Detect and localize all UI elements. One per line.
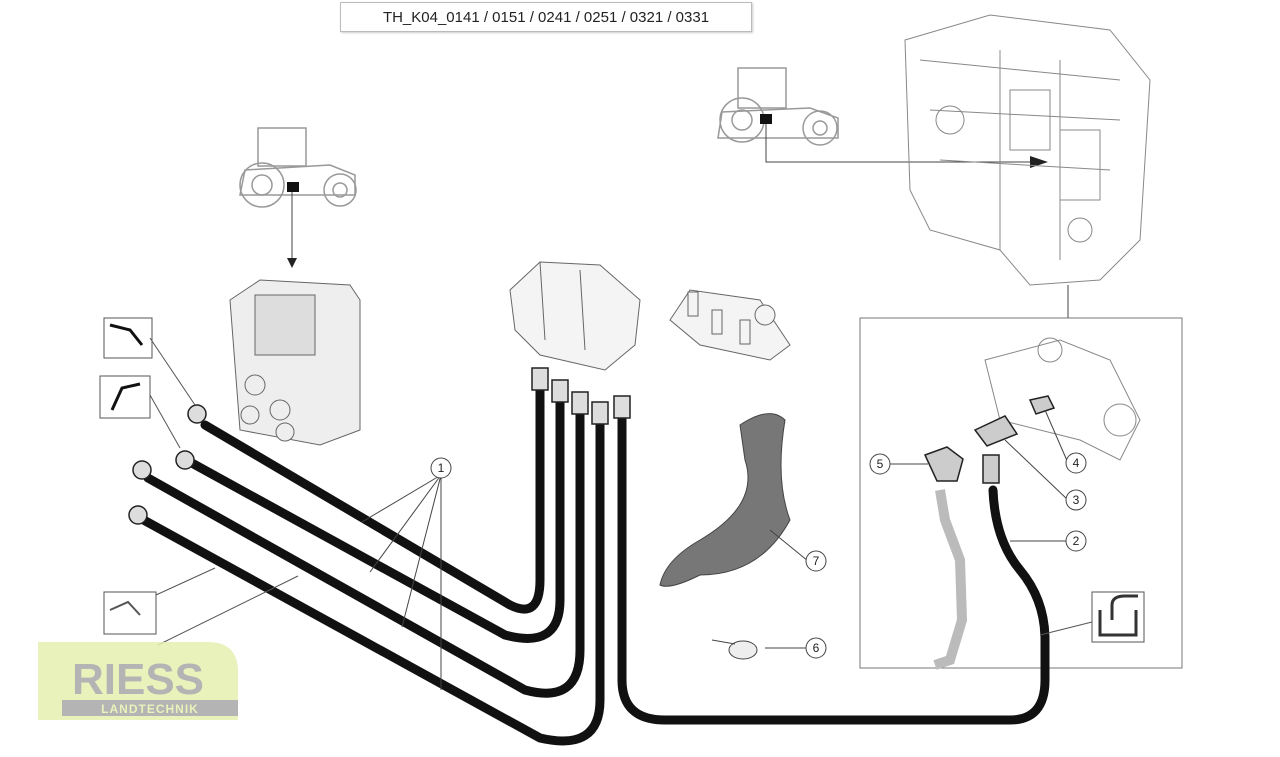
callout-6: 6: [805, 637, 827, 659]
pipe: [933, 489, 968, 670]
svg-text:LANDTECHNIK: LANDTECHNIK: [101, 702, 199, 716]
callout-5: 5: [869, 453, 891, 475]
svg-text:6: 6: [813, 641, 820, 655]
transmission-housing: [904, 14, 1151, 286]
hose-b: [185, 390, 565, 643]
callout-7: 7: [805, 550, 827, 572]
lever-pictogram-2: [99, 375, 151, 419]
svg-text:3: 3: [1073, 493, 1080, 507]
dust-cap: [711, 639, 758, 660]
svg-text:2: 2: [1073, 534, 1080, 548]
detail-frame: [859, 317, 1183, 669]
arrow-icon: [287, 258, 297, 268]
hose-d: [135, 415, 605, 746]
hose-2: [617, 405, 1050, 725]
callout-3: 3: [1065, 489, 1087, 511]
hose-a: [200, 380, 545, 614]
diagram-title: TH_K04_0141 / 0151 / 0241 / 0251 / 0321 …: [340, 2, 752, 32]
tee-fitting-3: [973, 415, 1019, 447]
elbow-fitting-5: [923, 446, 964, 482]
callout-4: 4: [1065, 452, 1087, 474]
svg-text:4: 4: [1073, 456, 1080, 470]
coupler-block: [509, 261, 641, 371]
svg-text:7: 7: [813, 554, 820, 568]
hose-end-2: [982, 454, 1000, 484]
callout-leaders: [361, 409, 1069, 690]
tractor-icon-right: [717, 67, 839, 146]
pictogram-leaders: [149, 337, 1093, 646]
arrow-icon: [1030, 156, 1048, 168]
riess-logo: RIESS LANDTECHNIK: [38, 642, 238, 720]
svg-text:1: 1: [438, 461, 445, 475]
adapter-fitting-4: [1028, 395, 1056, 415]
coupler-plate: [669, 289, 791, 361]
lever-pictogram-3: [103, 591, 157, 635]
hoses: [135, 380, 1050, 746]
svg-text:RIESS: RIESS: [72, 655, 204, 704]
svg-text:5: 5: [877, 457, 884, 471]
protective-bag: [659, 413, 791, 587]
hose-c: [143, 400, 585, 698]
hose-fittings: [128, 367, 631, 525]
callout-1: 1: [430, 457, 452, 479]
control-valve-block: [229, 279, 361, 446]
detail-fittings: [984, 337, 1141, 461]
tractor-icon-left: [239, 127, 357, 208]
leader-line: [765, 124, 1040, 163]
callout-2: 2: [1065, 530, 1087, 552]
